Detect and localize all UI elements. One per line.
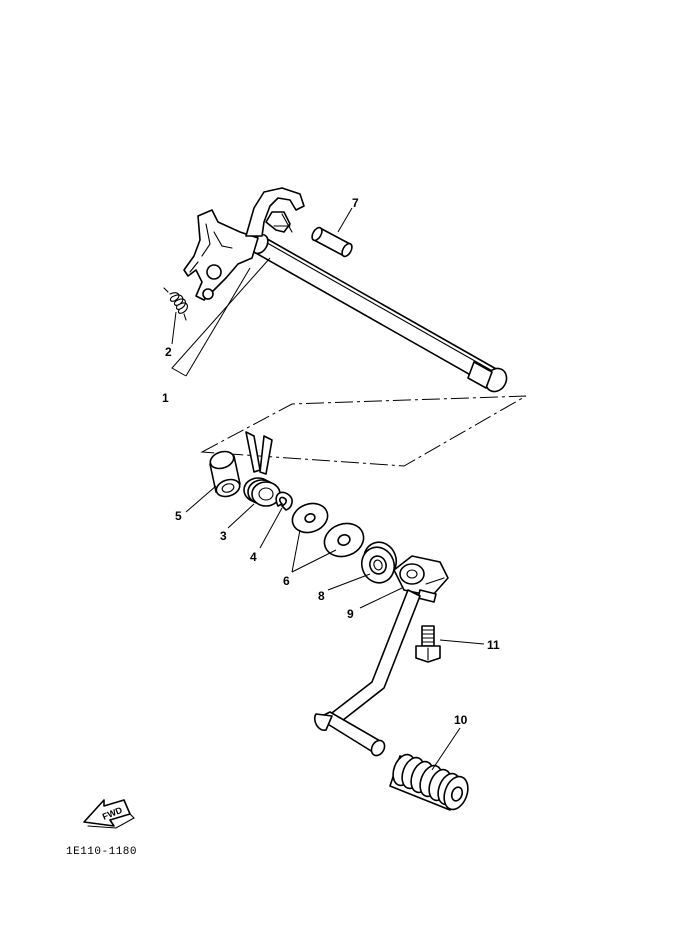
bolt bbox=[415, 625, 441, 663]
callout-3: 3 bbox=[220, 529, 227, 543]
shift-lever-plate bbox=[183, 209, 259, 301]
shift-shaft bbox=[251, 233, 508, 393]
callout-7: 7 bbox=[352, 196, 359, 210]
callout-8: 8 bbox=[318, 589, 325, 603]
leader-lines bbox=[171, 207, 485, 771]
washer-a bbox=[291, 502, 329, 534]
washer-b bbox=[323, 522, 365, 558]
circlip bbox=[275, 491, 293, 511]
assembly-boundary bbox=[200, 395, 527, 467]
footrest-rubber bbox=[389, 753, 469, 811]
oil-seal bbox=[360, 541, 398, 584]
callout-4: 4 bbox=[250, 550, 257, 564]
shift-arm-hook bbox=[245, 187, 305, 237]
collar bbox=[209, 450, 241, 498]
forward-arrow-icon: FWD bbox=[83, 799, 135, 829]
callout-2: 2 bbox=[165, 345, 172, 359]
callout-9: 9 bbox=[347, 607, 354, 621]
drawing-code: 1E110-1180 bbox=[66, 846, 138, 858]
spring bbox=[163, 287, 189, 321]
shift-pedal bbox=[313, 555, 449, 757]
callout-11: 11 bbox=[487, 638, 500, 652]
callout-5: 5 bbox=[175, 509, 182, 523]
pin bbox=[311, 226, 353, 258]
return-spring bbox=[243, 431, 281, 507]
callout-10: 10 bbox=[454, 713, 468, 727]
callout-1: 1 bbox=[162, 391, 169, 405]
callout-6: 6 bbox=[283, 574, 290, 588]
